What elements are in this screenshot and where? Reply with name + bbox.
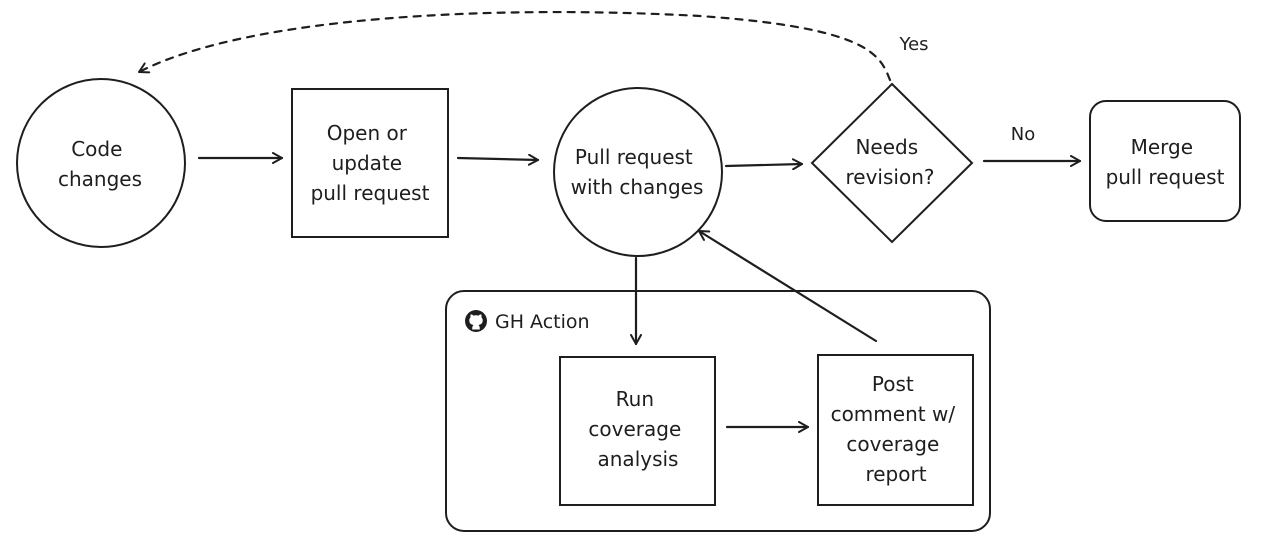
edge-yes-to-code-changes xyxy=(137,10,892,82)
pr-with-changes-label: Pull request with changes xyxy=(571,145,704,199)
merge-pr-label: Merge pull request xyxy=(1106,135,1225,189)
edge-label-yes: Yes xyxy=(898,34,928,55)
post-comment-label: Post comment w/ coverage report xyxy=(831,372,962,486)
edge-label-no: No xyxy=(1011,124,1035,145)
node-run-coverage: Run coverage analysis xyxy=(559,356,716,506)
node-post-comment: Post comment w/ coverage report xyxy=(817,354,974,506)
edge-pr-to-needs-revision xyxy=(724,158,804,171)
code-changes-circle xyxy=(16,78,186,248)
merge-pr-box xyxy=(1089,100,1241,222)
open-pr-label: Open or update pull request xyxy=(311,121,430,205)
needs-revision-label: Needs revision? xyxy=(846,135,935,189)
run-coverage-label: Run coverage analysis xyxy=(588,387,687,471)
node-merge-pr: Merge pull request xyxy=(1089,100,1241,222)
edge-open-pr-to-pr xyxy=(456,153,540,166)
needs-revision-diamond xyxy=(810,82,974,244)
node-open-pr: Open or update pull request xyxy=(291,88,449,238)
node-code-changes: Code changes xyxy=(16,78,186,248)
node-pr-with-changes: Pull request with changes xyxy=(553,87,723,257)
gh-action-label: GH Action xyxy=(495,311,590,333)
post-comment-box xyxy=(817,354,974,506)
pr-with-changes-circle xyxy=(553,87,723,257)
code-changes-label: Code changes xyxy=(58,137,142,191)
run-coverage-box xyxy=(559,356,716,506)
edge-post-comment-to-pr xyxy=(697,229,878,343)
github-icon xyxy=(465,310,487,332)
open-pr-box xyxy=(291,88,449,238)
node-needs-revision: Needs revision? xyxy=(810,82,974,244)
